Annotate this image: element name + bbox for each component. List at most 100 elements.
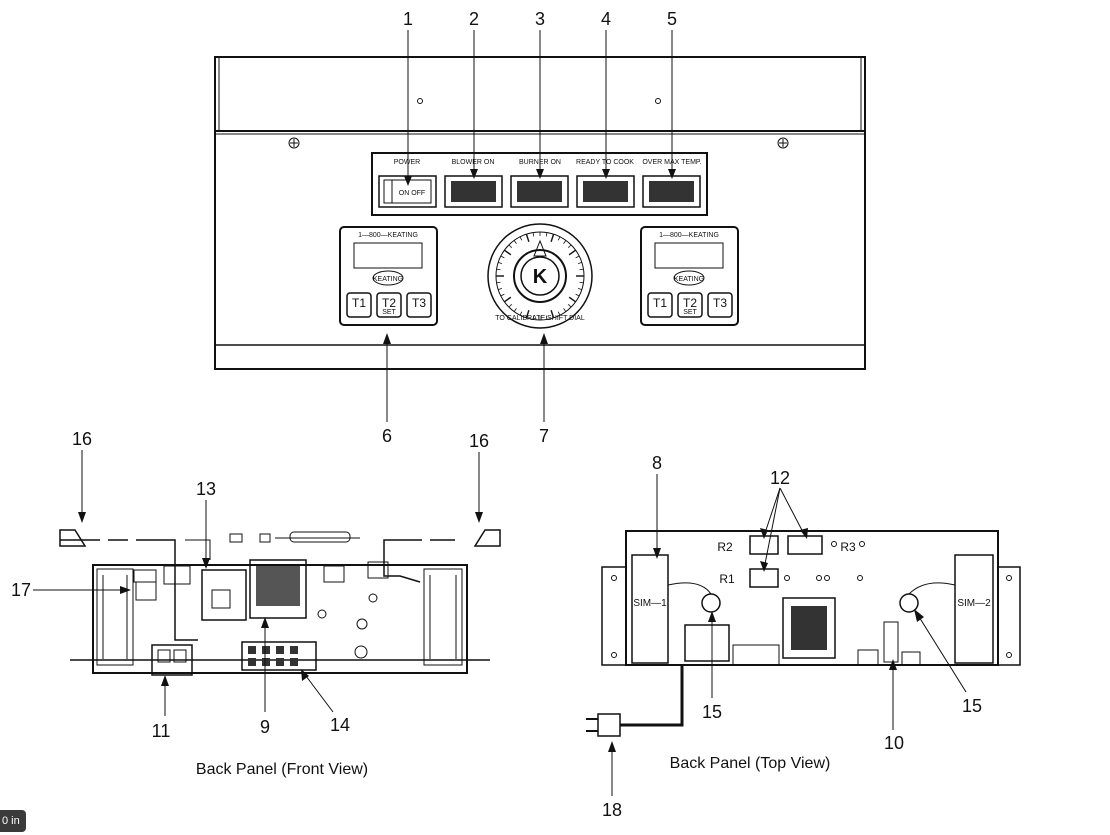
dial-tick [577, 262, 582, 265]
hotline-right: 1—800—KEATING [659, 232, 719, 239]
terminal-block [241, 641, 317, 671]
dial-tick [496, 268, 501, 271]
dial-tick [498, 287, 503, 290]
sim-2-module [954, 554, 994, 664]
front-callouts: 1 2 3 4 5 6 7 [382, 9, 677, 446]
sim-1-label: SIM—1 [633, 598, 667, 609]
relay-r3 [787, 535, 823, 555]
thermostat-dial[interactable]: K TO CALIBRATE SHIFT DIAL [487, 223, 593, 329]
r1-label: R1 [719, 572, 735, 586]
blower-label: BLOWER ON [452, 159, 495, 166]
dial-tick [532, 315, 535, 320]
dial-tick [500, 293, 505, 297]
t1-label-right: T1 [653, 296, 667, 310]
dial-tick [508, 244, 512, 248]
dial-tick [575, 255, 580, 259]
dial-tick [568, 249, 577, 256]
back-panel-front-view [59, 529, 501, 676]
r2-label: R2 [717, 540, 733, 554]
callout-4: 4 [601, 9, 611, 29]
dial-tick [496, 281, 501, 284]
dial-tick [503, 249, 512, 256]
back-front-callouts: 16 16 13 17 11 9 14 Back Panel (Front Vi… [11, 429, 489, 778]
t1-button-right[interactable] [647, 292, 673, 318]
callout-7: 7 [539, 426, 549, 446]
on-off-label: ON OFF [399, 190, 425, 197]
dial-tick [550, 310, 555, 319]
sim-2-label: SIM—2 [957, 598, 991, 609]
dial-tick [563, 240, 567, 244]
power-label: POWER [394, 159, 420, 166]
brand-left: KEATING [373, 276, 403, 283]
dial-tick [575, 293, 580, 297]
callout-2: 2 [469, 9, 479, 29]
dial-tick [508, 304, 512, 308]
callout-15-left: 15 [702, 702, 722, 722]
igniter-right [899, 593, 919, 613]
ruler-badge: 0 in [0, 810, 26, 832]
t1-button-left[interactable] [346, 292, 372, 318]
t2-button-left[interactable] [376, 292, 402, 318]
t3-label-right: T3 [713, 296, 727, 310]
dial-tick [563, 308, 567, 312]
set-label-right: SET [683, 309, 697, 316]
callout-1: 1 [403, 9, 413, 29]
sim-1-module [631, 554, 669, 664]
dial-tick [513, 308, 517, 312]
ready-label: READY TO COOK [576, 159, 634, 166]
callout-16-left: 16 [72, 429, 92, 449]
t2-label-right: T2 [683, 296, 697, 310]
dial-tick [503, 296, 512, 303]
back-top-callouts: 8 12 15 15 10 18 Back Panel (Top View) [602, 453, 982, 820]
controller-left: 1—800—KEATING KEATING T1 T2 SET T3 [339, 226, 438, 326]
callout-9: 9 [260, 717, 270, 737]
dial-tick [545, 315, 548, 320]
controller-right: 1—800—KEATING KEATING T1 T2 SET T3 [640, 226, 739, 326]
dial-tick [498, 262, 503, 265]
dial-tick [550, 233, 555, 242]
r3-label: R3 [840, 540, 856, 554]
dial-tick [579, 281, 584, 284]
dial-tick [545, 232, 548, 237]
callout-18: 18 [602, 800, 622, 820]
t3-label-left: T3 [412, 296, 426, 310]
dial-tick [577, 287, 582, 290]
callout-11: 11 [152, 721, 171, 741]
dial-tick [525, 233, 530, 242]
brand-right: KEATING [674, 276, 704, 283]
component-13 [201, 569, 247, 621]
dial-caption: TO CALIBRATE SHIFT DIAL [495, 315, 585, 322]
callout-15-right: 15 [962, 696, 982, 716]
t2-button-right[interactable] [677, 292, 703, 318]
callout-17: 17 [11, 580, 31, 600]
caption-back-top: Back Panel (Top View) [670, 755, 831, 772]
dial-tick [568, 304, 572, 308]
screw-left [288, 137, 300, 149]
set-label-left: SET [382, 309, 396, 316]
hotline-left: 1—800—KEATING [358, 232, 418, 239]
callout-3: 3 [535, 9, 545, 29]
t3-button-right[interactable] [707, 292, 733, 318]
dial-tick [525, 310, 530, 319]
dial-tick [568, 296, 577, 303]
callout-5: 5 [667, 9, 677, 29]
callout-16-right: 16 [469, 431, 489, 451]
screw-right [777, 137, 789, 149]
callout-12: 12 [770, 468, 790, 488]
front-panel: POWER ON OFF BLOWER ON BURNER ON READY T… [214, 56, 866, 370]
power-plug [597, 713, 621, 737]
callout-14: 14 [330, 715, 350, 735]
t2-label-left: T2 [382, 296, 396, 310]
callout-6: 6 [382, 426, 392, 446]
callout-13: 13 [196, 479, 216, 499]
t3-button-left[interactable] [406, 292, 432, 318]
dial-tick [557, 311, 561, 316]
dial-tick [513, 240, 517, 244]
dial-tick [557, 236, 561, 241]
dial-tick [519, 236, 523, 241]
t1-label-left: T1 [352, 296, 366, 310]
dial-letter: K [533, 266, 548, 288]
callout-10: 10 [884, 733, 904, 753]
component-11 [151, 644, 193, 676]
